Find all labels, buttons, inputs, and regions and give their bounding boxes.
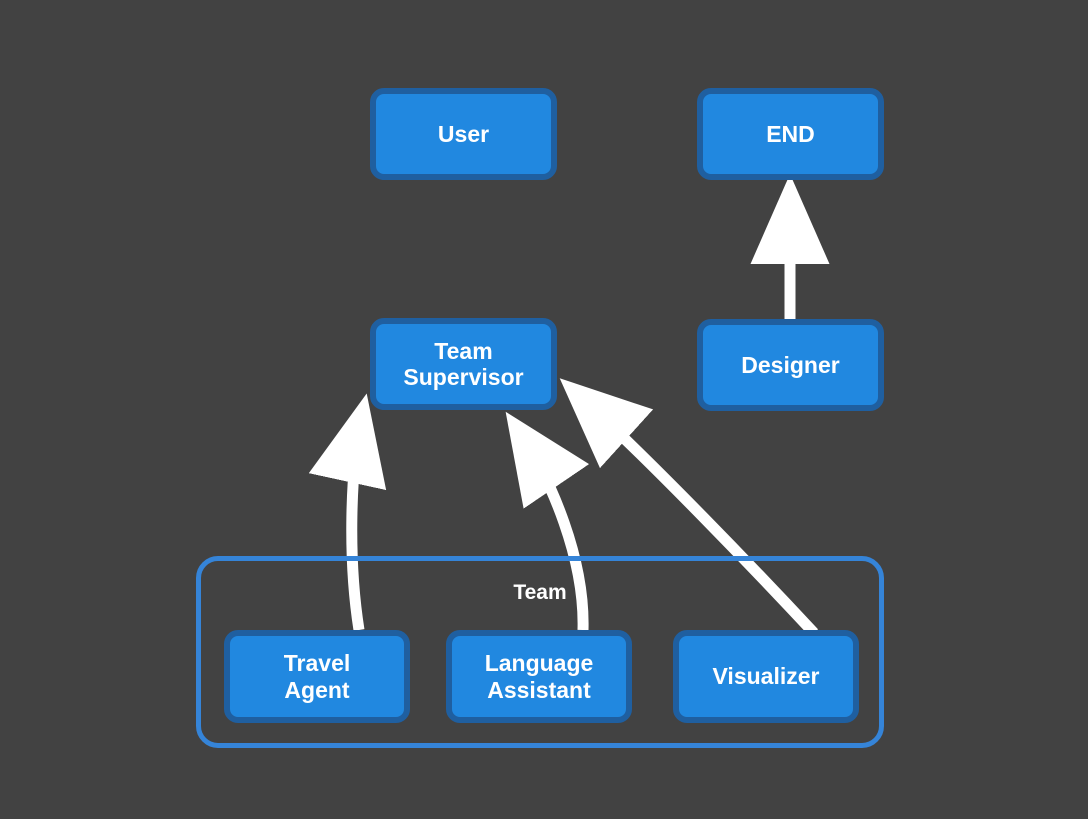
node-language-assistant[interactable]: Language Assistant [446,630,632,723]
subgraph-team [196,556,884,748]
node-team-supervisor[interactable]: Team Supervisor [370,318,557,410]
node-travel-agent-label: Travel Agent [283,650,351,703]
node-designer[interactable]: Designer [697,319,884,411]
node-end-label: END [766,120,815,147]
node-user-label: User [437,120,490,147]
node-visualizer-label: Visualizer [712,663,820,690]
node-team-supervisor-label: Team Supervisor [403,337,524,390]
subgraph-team-label: Team [513,581,567,604]
node-end[interactable]: END [697,88,884,180]
node-language-assistant-label: Language Assistant [484,650,594,703]
node-visualizer[interactable]: Visualizer [673,630,859,723]
node-travel-agent[interactable]: Travel Agent [224,630,410,723]
node-designer-label: Designer [741,351,840,378]
node-user[interactable]: User [370,88,557,180]
